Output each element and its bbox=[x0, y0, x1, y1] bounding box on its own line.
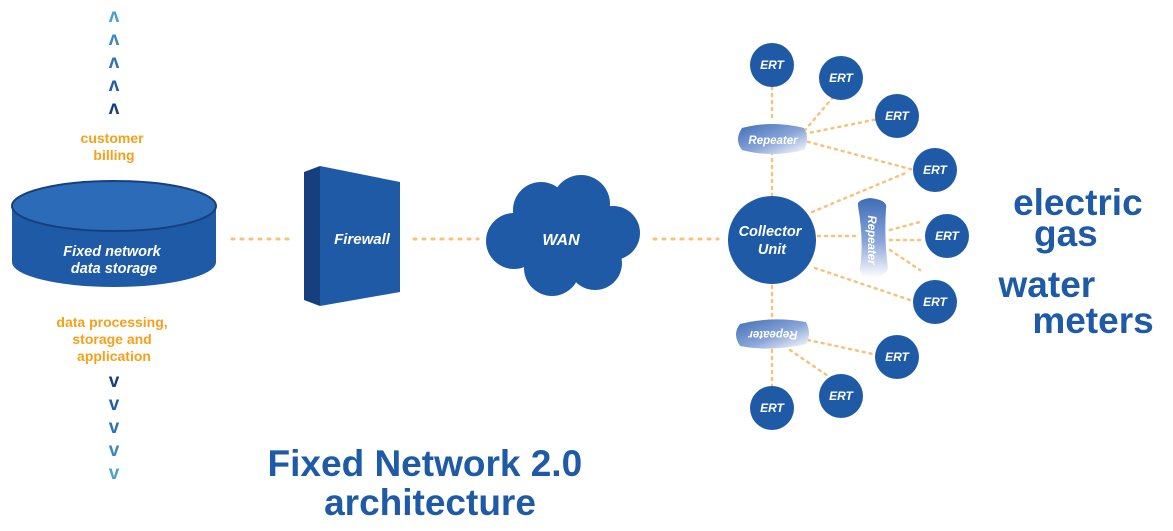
repeater-top: Repeater bbox=[738, 124, 807, 154]
ert-node: ERT bbox=[913, 280, 957, 324]
up-arrow-icon: ʌ bbox=[109, 6, 120, 27]
ert-node: ERT bbox=[875, 94, 919, 138]
svg-text:ERT: ERT bbox=[923, 295, 948, 309]
down-arrow-icon: v bbox=[109, 394, 120, 415]
page-title: Fixed Network 2.0 architecture bbox=[268, 443, 593, 523]
down-arrow-icon: v bbox=[109, 440, 120, 461]
repeater-label: Repeater bbox=[865, 215, 877, 265]
repeater-right: Repeater bbox=[857, 198, 888, 278]
data-processing-label: data processing, storage and application bbox=[56, 314, 171, 364]
firewall-icon: Firewall bbox=[304, 166, 400, 306]
down-arrow-icon: v bbox=[109, 463, 120, 484]
svg-text:ERT: ERT bbox=[885, 350, 910, 364]
svg-text:ERT: ERT bbox=[829, 389, 854, 403]
customer-billing-label: customer billing bbox=[81, 130, 148, 163]
down-arrow-icon: v bbox=[109, 417, 120, 438]
mesh-links bbox=[770, 78, 926, 388]
ert-node: ERT bbox=[925, 214, 969, 258]
collector-unit-icon: Collector Unit bbox=[728, 196, 816, 284]
repeater-label: Repeater bbox=[748, 135, 798, 147]
data-storage-database-icon: Fixed network data storage bbox=[11, 180, 217, 287]
up-arrow-icon: ʌ bbox=[109, 29, 120, 50]
meter-types-label: electric gas water meters bbox=[998, 182, 1154, 341]
downward-arrows: v v v v v bbox=[109, 371, 120, 484]
repeater-label: Repeater bbox=[748, 328, 798, 340]
up-arrow-icon: ʌ bbox=[109, 52, 120, 73]
up-arrow-icon: ʌ bbox=[109, 98, 120, 119]
svg-text:ERT: ERT bbox=[760, 401, 785, 415]
wan-cloud-icon: WAN bbox=[486, 175, 640, 296]
repeater-bottom: Repeater bbox=[736, 319, 809, 349]
ert-node: ERT bbox=[750, 43, 794, 87]
firewall-label: Firewall bbox=[334, 231, 391, 248]
ert-node: ERT bbox=[913, 148, 957, 192]
svg-text:ERT: ERT bbox=[760, 58, 785, 72]
svg-text:ERT: ERT bbox=[829, 71, 854, 85]
ert-node: ERT bbox=[750, 386, 794, 430]
down-arrow-icon: v bbox=[109, 371, 120, 392]
up-arrow-icon: ʌ bbox=[109, 75, 120, 96]
svg-text:ERT: ERT bbox=[885, 109, 910, 123]
svg-text:ERT: ERT bbox=[923, 163, 948, 177]
ert-node: ERT bbox=[819, 374, 863, 418]
wan-label: WAN bbox=[542, 232, 580, 249]
svg-text:ERT: ERT bbox=[935, 229, 960, 243]
ert-node: ERT bbox=[819, 56, 863, 100]
collector-label: Collector Unit bbox=[739, 224, 806, 258]
upward-arrows: ʌ ʌ ʌ ʌ ʌ bbox=[109, 6, 120, 119]
storage-label: Fixed network data storage bbox=[63, 244, 165, 277]
ert-nodes: ERT ERT ERT ERT ERT ERT ERT ERT ERT bbox=[750, 43, 969, 430]
ert-node: ERT bbox=[875, 335, 919, 379]
